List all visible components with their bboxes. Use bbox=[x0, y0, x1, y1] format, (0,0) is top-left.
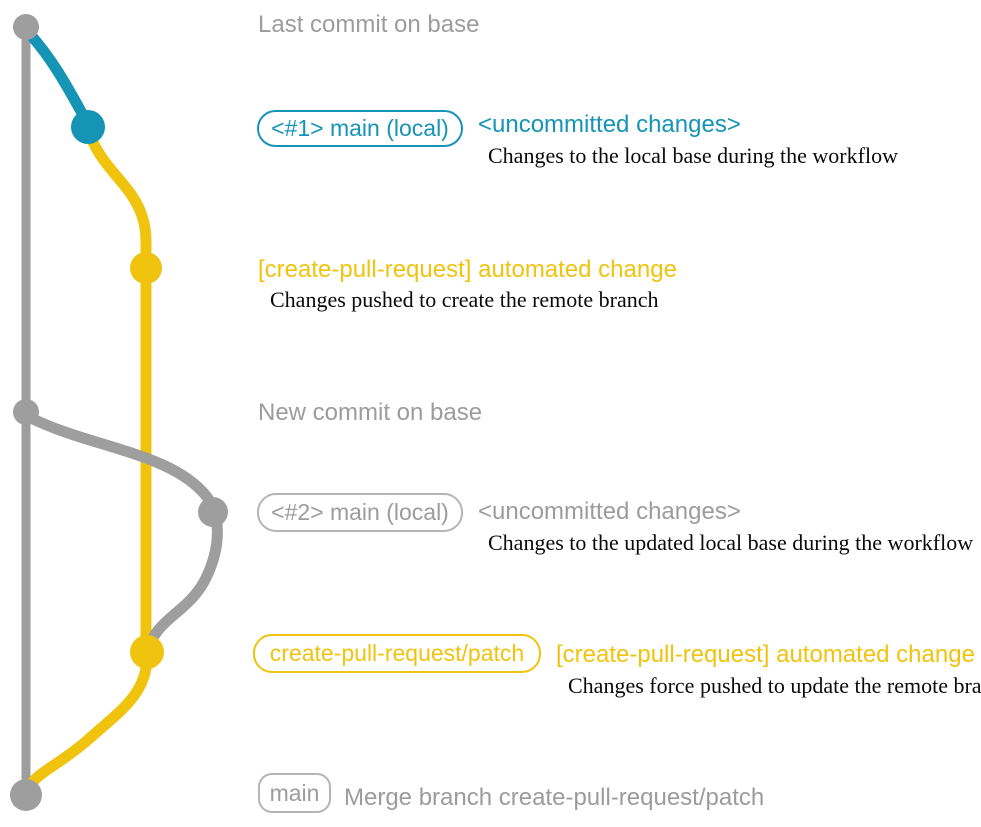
last-commit-note: Last commit on base bbox=[258, 11, 480, 38]
merge-commit-message: Merge branch create-pull-request/patch bbox=[344, 784, 765, 811]
local-main-2-commit-dot bbox=[198, 497, 228, 527]
branch-tag-main: main bbox=[258, 773, 331, 813]
base-commit-2-dot bbox=[13, 399, 39, 425]
automated-change-message-2: [create-pull-request] automated change bbox=[556, 641, 975, 668]
automated-change-message-1: [create-pull-request] automated change bbox=[258, 256, 677, 283]
base-commit-1-dot bbox=[13, 14, 39, 40]
local-base-changes-description-2: Changes to the updated local base during… bbox=[488, 530, 974, 555]
uncommitted-changes-message-2: <uncommitted changes> bbox=[478, 498, 741, 525]
remote-branch-commit-1-dot bbox=[130, 252, 162, 284]
local-main-1-branch-line bbox=[23, 27, 94, 130]
branch-tag-main-local-1-label: <#1> main (local) bbox=[271, 115, 449, 141]
remote-branch-line bbox=[86, 134, 152, 658]
branch-tag-create-pull-request-patch: create-pull-request/patch bbox=[253, 634, 541, 673]
branch-tag-create-pull-request-patch-label: create-pull-request/patch bbox=[269, 640, 525, 666]
remote-branch-merge-line bbox=[21, 649, 153, 796]
push-description-2: Changes force pushed to update the remot… bbox=[568, 673, 981, 698]
uncommitted-changes-message-1: <uncommitted changes> bbox=[478, 111, 741, 138]
new-commit-note: New commit on base bbox=[258, 399, 483, 426]
branch-tag-main-local-2: <#2> main (local) bbox=[257, 493, 463, 532]
branch-tag-main-local-1: <#1> main (local) bbox=[257, 110, 463, 147]
local-main-1-commit-dot bbox=[71, 110, 105, 144]
remote-branch-commit-2-dot bbox=[130, 635, 164, 669]
local-main-2-branch-line bbox=[23, 411, 223, 653]
push-description-1: Changes pushed to create the remote bran… bbox=[270, 287, 659, 312]
branch-tag-main-local-2-label: <#2> main (local) bbox=[271, 499, 449, 525]
local-base-changes-description-1: Changes to the local base during the wor… bbox=[488, 143, 898, 168]
merge-commit-dot bbox=[10, 779, 42, 811]
branch-tag-main-label: main bbox=[269, 779, 320, 806]
